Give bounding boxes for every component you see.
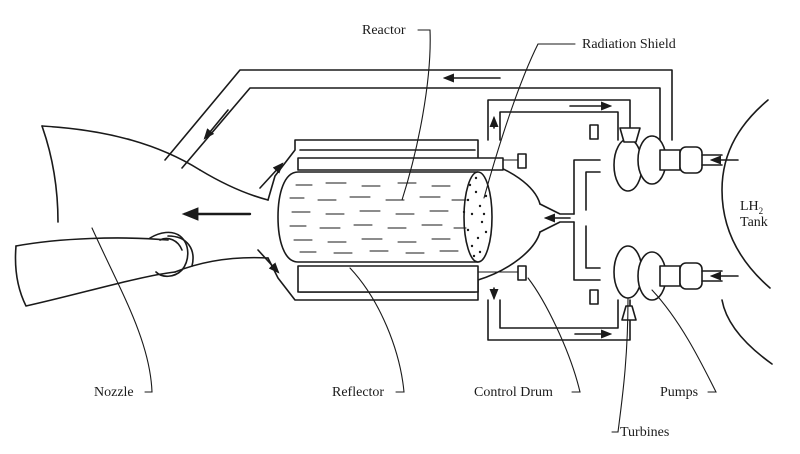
label-nozzle: Nozzle	[94, 385, 134, 400]
label-control-drum: Control Drum	[474, 385, 553, 400]
radiation-shield	[462, 176, 488, 258]
label-lh2: LH2	[740, 199, 763, 216]
turbopump-lower	[613, 245, 739, 321]
upper-coolant-pipe	[164, 69, 673, 169]
pressure-vessel	[257, 139, 541, 301]
turbopump-upper	[613, 127, 739, 192]
label-radiation-shield: Radiation Shield	[582, 37, 676, 52]
reactor-core	[277, 171, 493, 263]
label-reflector: Reflector	[332, 385, 384, 400]
inlet-plenum	[539, 203, 575, 233]
nozzle	[14, 125, 269, 307]
label-reactor: Reactor	[362, 23, 406, 38]
label-turbines: Turbines	[620, 425, 669, 440]
leader-lines	[91, 29, 717, 433]
feed-plumbing	[487, 99, 631, 341]
label-pumps: Pumps	[660, 385, 698, 400]
lh2-tank-outline	[721, 99, 773, 365]
label-tank: Tank	[740, 215, 768, 230]
